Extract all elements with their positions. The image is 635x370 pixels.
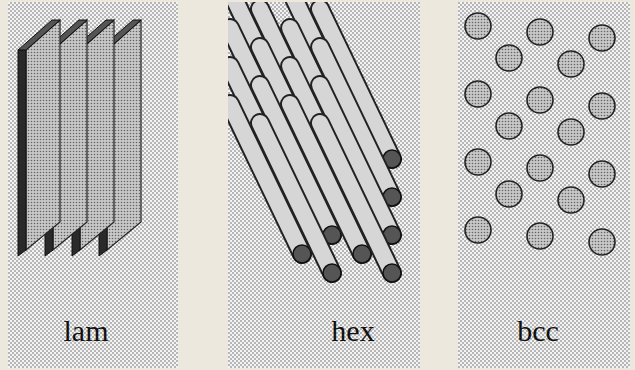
cylinder-end [383,264,401,282]
sphere [558,51,584,77]
sphere [589,93,615,119]
sphere [527,19,553,45]
sphere [496,113,522,139]
panel-ground [458,2,630,368]
sphere [527,155,553,181]
cylinder-outline [320,123,392,273]
sphere [527,223,553,249]
sphere [558,119,584,145]
phase-label: lam [61,314,112,347]
sphere [465,217,491,243]
structure-panel: bcc [458,2,630,368]
sphere [496,45,522,71]
sphere [589,161,615,187]
sphere [465,149,491,175]
panel-ground [228,2,420,368]
structure-panel: lam [8,2,178,368]
sphere [465,13,491,39]
cylinder-end [353,245,371,263]
cylinder-end [293,245,311,263]
sphere [558,187,584,213]
lamella-top [18,20,60,50]
spheres-drawing [465,13,615,255]
structure-panel: hex [228,2,420,368]
sphere [589,229,615,255]
cylinder-body [320,123,392,273]
lamella-face [26,20,60,250]
sphere [496,181,522,207]
phase-label: bcc [514,314,562,347]
panel-ground [8,2,178,368]
phase-label: hex [328,314,377,347]
sphere [527,87,553,113]
lamella-edge [18,50,26,256]
sphere [589,25,615,51]
sphere [465,81,491,107]
cylinder-end [323,264,341,282]
lamellae-drawing [18,20,141,256]
cylinders-drawing [230,2,401,282]
